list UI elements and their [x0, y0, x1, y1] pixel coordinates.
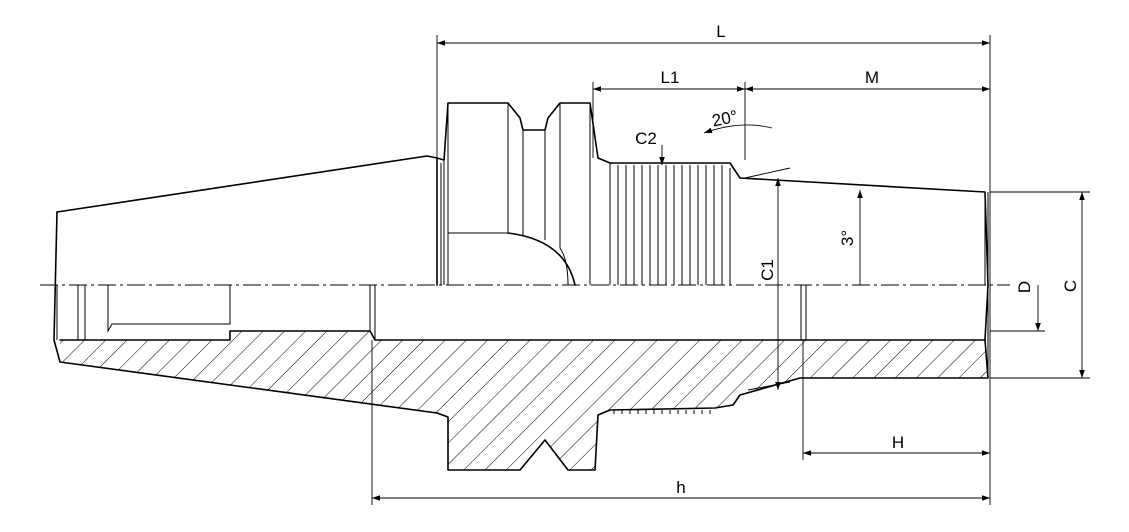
label-h: h	[676, 478, 685, 497]
thread-grooves	[609, 163, 731, 414]
extension-lines	[371, 35, 1090, 505]
label-C: C	[1061, 280, 1080, 292]
label-3-deg: 3°	[838, 230, 857, 246]
holder-outline	[53, 102, 989, 471]
label-D: D	[1015, 281, 1034, 293]
label-M: M	[865, 68, 879, 87]
label-C1: C1	[758, 259, 777, 281]
dim-arc-20	[703, 124, 773, 134]
label-20-deg: 20°	[710, 107, 739, 131]
label-L: L	[716, 22, 725, 41]
section-hatch	[60, 331, 988, 470]
label-L1: L1	[661, 68, 680, 87]
label-H: H	[892, 433, 904, 452]
label-C2: C2	[635, 129, 657, 148]
